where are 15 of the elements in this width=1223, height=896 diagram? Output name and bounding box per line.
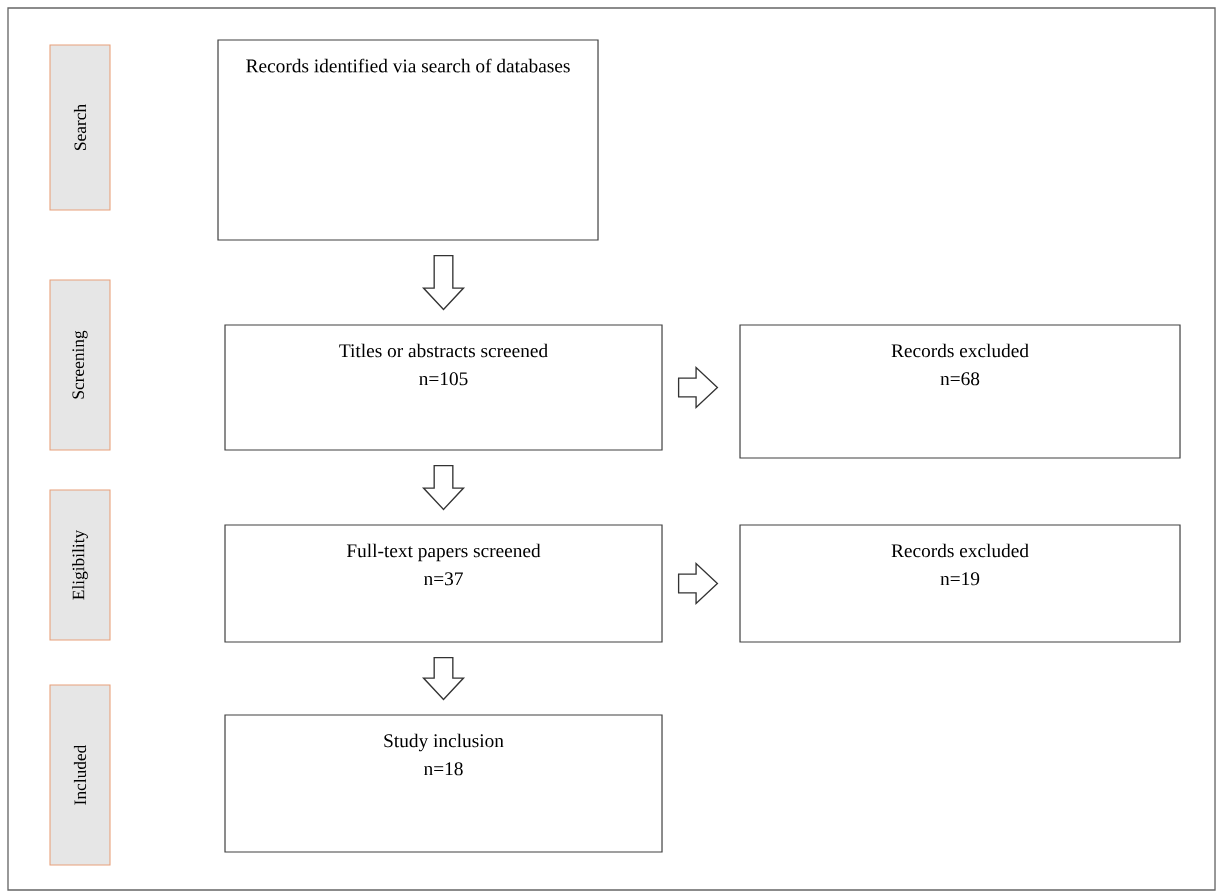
process-box: Full-text papers screened n=37 — [224, 524, 663, 643]
block-arrow — [421, 464, 466, 511]
process-box: Study inclusion n=18 — [224, 714, 663, 853]
process-box: Titles or abstracts screened n=105 — [224, 324, 663, 451]
process-box: Records excluded n=19 — [739, 524, 1181, 643]
process-box: Records identified via search of databases — [217, 39, 599, 241]
block-arrow — [421, 254, 466, 311]
stage-label-box: Screening — [49, 279, 111, 451]
process-box: Records excluded n=68 — [739, 324, 1181, 459]
block-arrow — [677, 561, 719, 606]
stage-label-box: Eligibility — [49, 489, 111, 641]
block-arrow — [421, 656, 466, 701]
stage-label-box: Search — [49, 44, 111, 211]
block-arrow — [677, 365, 719, 410]
stage-label-box: Included — [49, 684, 111, 866]
